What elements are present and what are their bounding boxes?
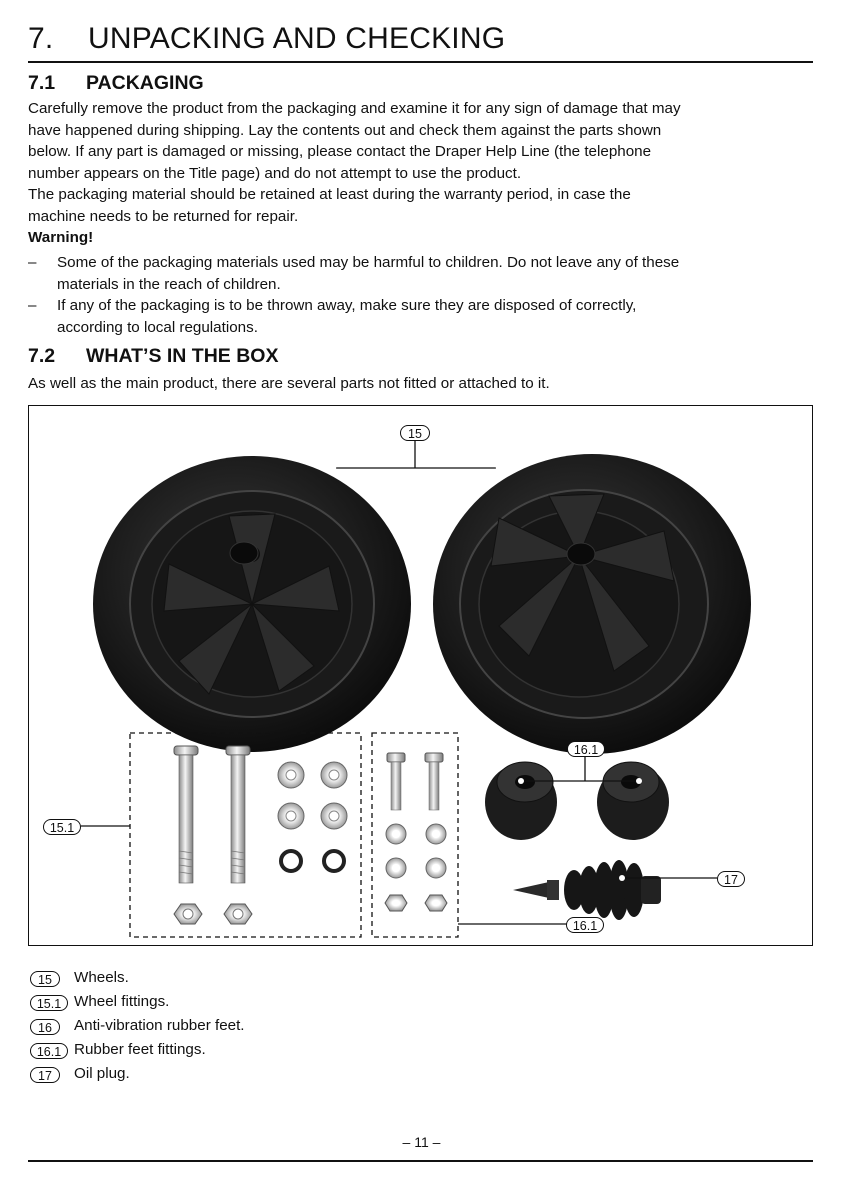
wheel-fittings-box [129, 732, 362, 938]
box-intro: As well as the main product, there are s… [28, 375, 550, 392]
callout-feet-fittings: 16.1 [566, 917, 604, 933]
wheel-right [433, 454, 751, 754]
legend-text: Anti-vibration rubber feet. [74, 1017, 245, 1034]
bullet-dash: – [28, 297, 37, 314]
callout-rubber-feet: 16.1 [567, 741, 605, 757]
text-line: have happened during shipping. Lay the c… [28, 121, 662, 139]
box-heading: 7.2 WHAT’S IN THE BOX [28, 345, 278, 368]
packaging-paragraph-2: The packaging material should be retaine… [28, 184, 816, 227]
legend-text: Oil plug. [74, 1065, 130, 1082]
bullet-dash: – [28, 254, 37, 271]
parts-illustration [81, 440, 751, 938]
legend-text: Wheels. [74, 969, 129, 986]
rubber-foot [597, 761, 669, 840]
text-line: below. If any part is damaged or missing… [28, 143, 652, 160]
feet-leader [521, 756, 639, 782]
short-bolt-set [384, 752, 448, 912]
packaging-heading: 7.1 PACKAGING [28, 72, 204, 95]
text-line: Some of the packaging materials used may… [57, 254, 680, 271]
packaging-paragraph-1: Carefully remove the product from the pa… [28, 98, 816, 184]
legend-ref: 15 [30, 971, 60, 987]
footer-rule [28, 1160, 813, 1162]
packaging-title: PACKAGING [86, 72, 204, 94]
feet-fittings-box [371, 732, 459, 938]
callout-wheels: 15 [400, 425, 430, 441]
page-number: – 11 – [402, 1134, 441, 1150]
legend-text: Wheel fittings. [74, 993, 170, 1010]
text-line: If any of the packaging is to be thrown … [57, 297, 637, 314]
parts-figure: 15 15.1 16.1 17 16.1 [28, 405, 813, 946]
wheels-leader [333, 440, 499, 469]
legend-ref: 16.1 [30, 1043, 68, 1059]
legend-ref: 16 [30, 1019, 60, 1035]
warning-label: Warning! [28, 229, 94, 246]
long-bolt [173, 745, 199, 884]
legend-ref: 15.1 [30, 995, 68, 1011]
long-bolt [225, 745, 251, 884]
legend-ref: 17 [30, 1067, 60, 1083]
oil-plug [513, 860, 661, 920]
callout-oil-plug: 17 [717, 871, 745, 887]
text-line: number appears on the Title page) and do… [28, 164, 522, 182]
section-heading: 7. UNPACKING AND CHECKING [28, 22, 505, 56]
callout-wheel-fittings: 15.1 [43, 819, 81, 835]
warning-bullet-2: – If any of the packaging is to be throw… [28, 295, 818, 338]
rubber-foot [485, 761, 557, 840]
text-line: The packaging material should be retaine… [28, 186, 631, 203]
box-number: 7.2 [28, 345, 56, 367]
warning-bullet-1: – Some of the packaging materials used m… [28, 252, 818, 295]
text-line: Carefully remove the product from the pa… [28, 100, 681, 117]
legend-text: Rubber feet fittings. [74, 1041, 206, 1058]
heading-rule [28, 61, 813, 63]
text-line: according to local regulations. [57, 318, 258, 336]
section-number: 7. [28, 22, 54, 55]
section-title: UNPACKING AND CHECKING [88, 22, 506, 55]
wheel-left [93, 456, 411, 752]
text-line: machine needs to be returned for repair. [28, 207, 299, 225]
packaging-number: 7.1 [28, 72, 56, 94]
text-line: materials in the reach of children. [57, 275, 281, 293]
nut-set [173, 903, 253, 925]
washer-set [277, 761, 348, 873]
box-title: WHAT’S IN THE BOX [86, 345, 279, 367]
